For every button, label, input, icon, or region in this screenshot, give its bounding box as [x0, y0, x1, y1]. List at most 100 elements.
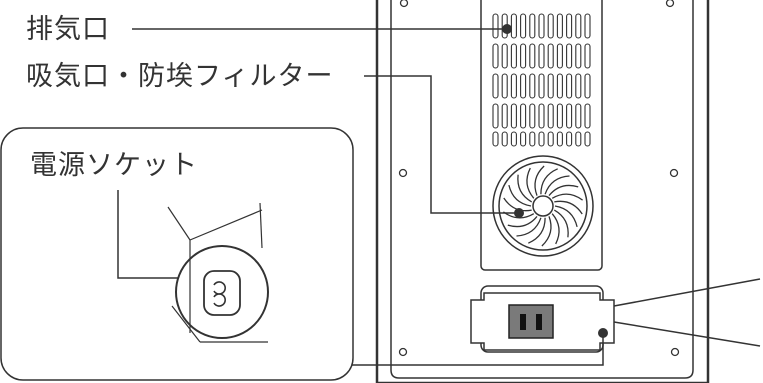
vent-slot [556, 73, 563, 99]
fan-blade [528, 217, 546, 244]
fan-blade [554, 205, 578, 228]
fan-blade [553, 209, 569, 238]
vent-slot [520, 103, 527, 129]
screw-mid-right [669, 168, 679, 178]
inset-illustration [117, 190, 269, 343]
zoom-line-upper [613, 278, 761, 307]
intake-dot [514, 208, 524, 218]
fan-blade [516, 217, 542, 237]
callout-dots [502, 24, 608, 338]
vent-slot [556, 131, 563, 147]
fan-hub [532, 195, 554, 217]
vent-slot [575, 43, 582, 69]
fan-blade [548, 184, 579, 197]
fan-blade [554, 200, 583, 215]
screws [398, 0, 680, 357]
vent-slot [510, 131, 517, 147]
intake-filter-label: 吸気口・防埃フィルター [26, 61, 334, 92]
vent-slot [501, 43, 508, 69]
vent-slot [584, 131, 591, 147]
vent-slot [547, 13, 554, 39]
vent-slot [575, 103, 582, 129]
exhaust-grille [492, 13, 591, 147]
vent-slot [520, 13, 527, 39]
vent-slot [538, 43, 545, 69]
vent-slot [501, 131, 508, 147]
vent-slot [492, 13, 499, 39]
vent-slot [501, 103, 508, 129]
screw-bottom-left [398, 347, 408, 357]
vent-slot [510, 73, 517, 99]
device-socket [470, 285, 615, 353]
vent-slot [556, 13, 563, 39]
inset-socket-callout-line [117, 190, 178, 279]
vent-slot [520, 43, 527, 69]
screw-top-right [665, 0, 675, 8]
vent-slot [547, 103, 554, 129]
vent-slot [566, 103, 573, 129]
vent-slot [566, 73, 573, 99]
vent-slot [584, 13, 591, 39]
vent-slot [529, 73, 536, 99]
inset-panel-edge-top [167, 206, 191, 241]
vent-slot [510, 13, 517, 39]
inset-panel-bottom-left [171, 305, 201, 343]
exhaust-dot [502, 24, 512, 34]
screw-mid-left [398, 168, 408, 178]
inset-socket-ring [175, 245, 269, 339]
vent-slot [584, 103, 591, 129]
zoom-line-lower [613, 321, 761, 347]
vent-slot [529, 103, 536, 129]
vent-slot [529, 131, 536, 147]
fan-blades [503, 165, 583, 247]
fan-housing-outer [492, 155, 594, 257]
vent-slot [501, 73, 508, 99]
socket-pin-left [520, 314, 526, 330]
fan-blade [544, 175, 570, 195]
screw-bottom-right [670, 347, 680, 357]
fan-blade [551, 213, 560, 245]
vent-slot [584, 43, 591, 69]
fan-blade [526, 167, 535, 199]
power-socket-label: 電源ソケット [30, 150, 198, 181]
vent-slot [538, 13, 545, 39]
vent-slot [566, 131, 573, 147]
vent-slot [566, 13, 573, 39]
vent-slot [538, 73, 545, 99]
fan-blade [517, 174, 533, 203]
fan-blade [540, 168, 558, 195]
vent-slot [492, 131, 499, 147]
socket-pin-right [536, 314, 542, 330]
inset-panel-top [189, 209, 263, 241]
vent-slot [556, 103, 563, 129]
fan-blade [534, 165, 545, 196]
vent-slot [575, 131, 582, 147]
fan-blade [541, 216, 552, 247]
fan [492, 155, 594, 257]
fan-housing-inner [498, 161, 588, 251]
vent-slot [547, 131, 554, 147]
back-panel [390, 0, 694, 379]
vent-slot [520, 73, 527, 99]
vent-slot [575, 13, 582, 39]
fan-blade [507, 215, 538, 228]
fan-blade [508, 184, 532, 207]
vent-slot [538, 131, 545, 147]
vent-slot [584, 73, 591, 99]
inset-box [0, 127, 354, 381]
vent-slot [538, 103, 545, 129]
vent-slot [547, 73, 554, 99]
vent-slot [510, 43, 517, 69]
vent-panel [480, 0, 603, 271]
vent-slot [492, 103, 499, 129]
vent-slot [556, 43, 563, 69]
vent-slot [575, 73, 582, 99]
fan-blade [503, 197, 532, 212]
vent-slot [566, 43, 573, 69]
device-body [375, 0, 710, 383]
vent-slot [492, 73, 499, 99]
screw-top-left [399, 0, 409, 8]
inset-socket-contacts [213, 281, 226, 307]
